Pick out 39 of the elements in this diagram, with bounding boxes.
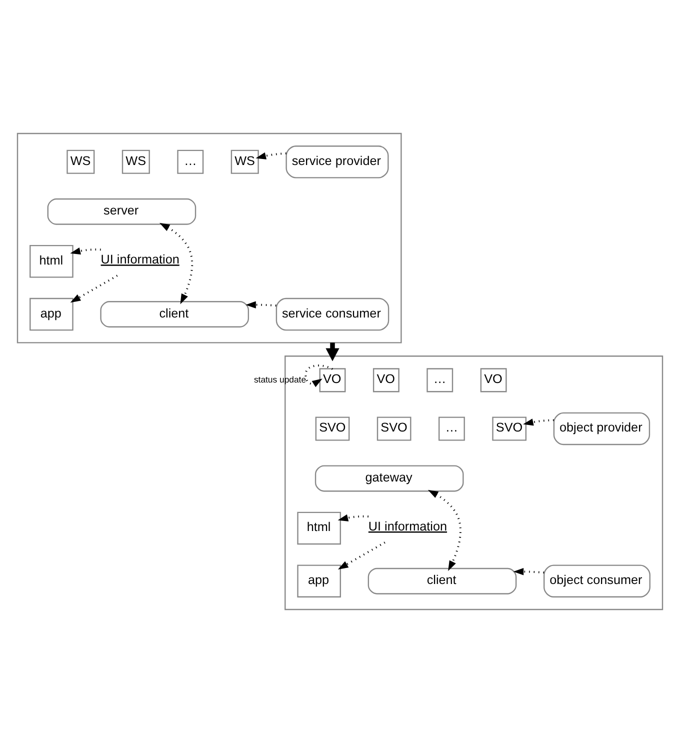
arrow [304,364,333,387]
node-box: client [368,567,517,594]
node-box: SVO [376,416,412,440]
node-box: app [297,564,341,597]
cluster [16,132,402,343]
arrow [428,489,462,571]
node-box: app [30,297,74,330]
arrow [338,514,368,521]
arrow [246,300,276,308]
node-text: UI information [100,252,180,266]
node-box: gateway [314,464,464,492]
arrow [70,246,101,254]
node-box: … [438,416,465,440]
arrow [256,152,286,159]
node-box: server [47,198,196,224]
node-box: SVO [492,416,527,440]
node-box: VO [480,368,507,392]
node-box: WS [122,149,150,174]
node-box: service provider [286,145,389,178]
node-box: client [100,300,250,327]
arrow [70,274,118,302]
node-box: object consumer [543,564,650,597]
node-box: VO [372,368,400,392]
edge-label: status update [254,374,306,384]
arrow [159,222,194,304]
node-text: UI information [368,518,448,533]
node-box: html [297,511,341,544]
arrow [338,541,386,569]
node-box: html [30,244,74,278]
node-box: … [177,149,204,174]
node-box: WS [230,149,259,174]
node-box: WS [66,149,95,174]
node-box: service consumer [276,297,390,330]
node-box: VO [319,368,346,392]
node-box: SVO [315,416,350,440]
node-box: … [426,368,454,392]
arrow [513,568,544,575]
arrow [523,418,554,426]
node-box: object provider [553,412,650,445]
